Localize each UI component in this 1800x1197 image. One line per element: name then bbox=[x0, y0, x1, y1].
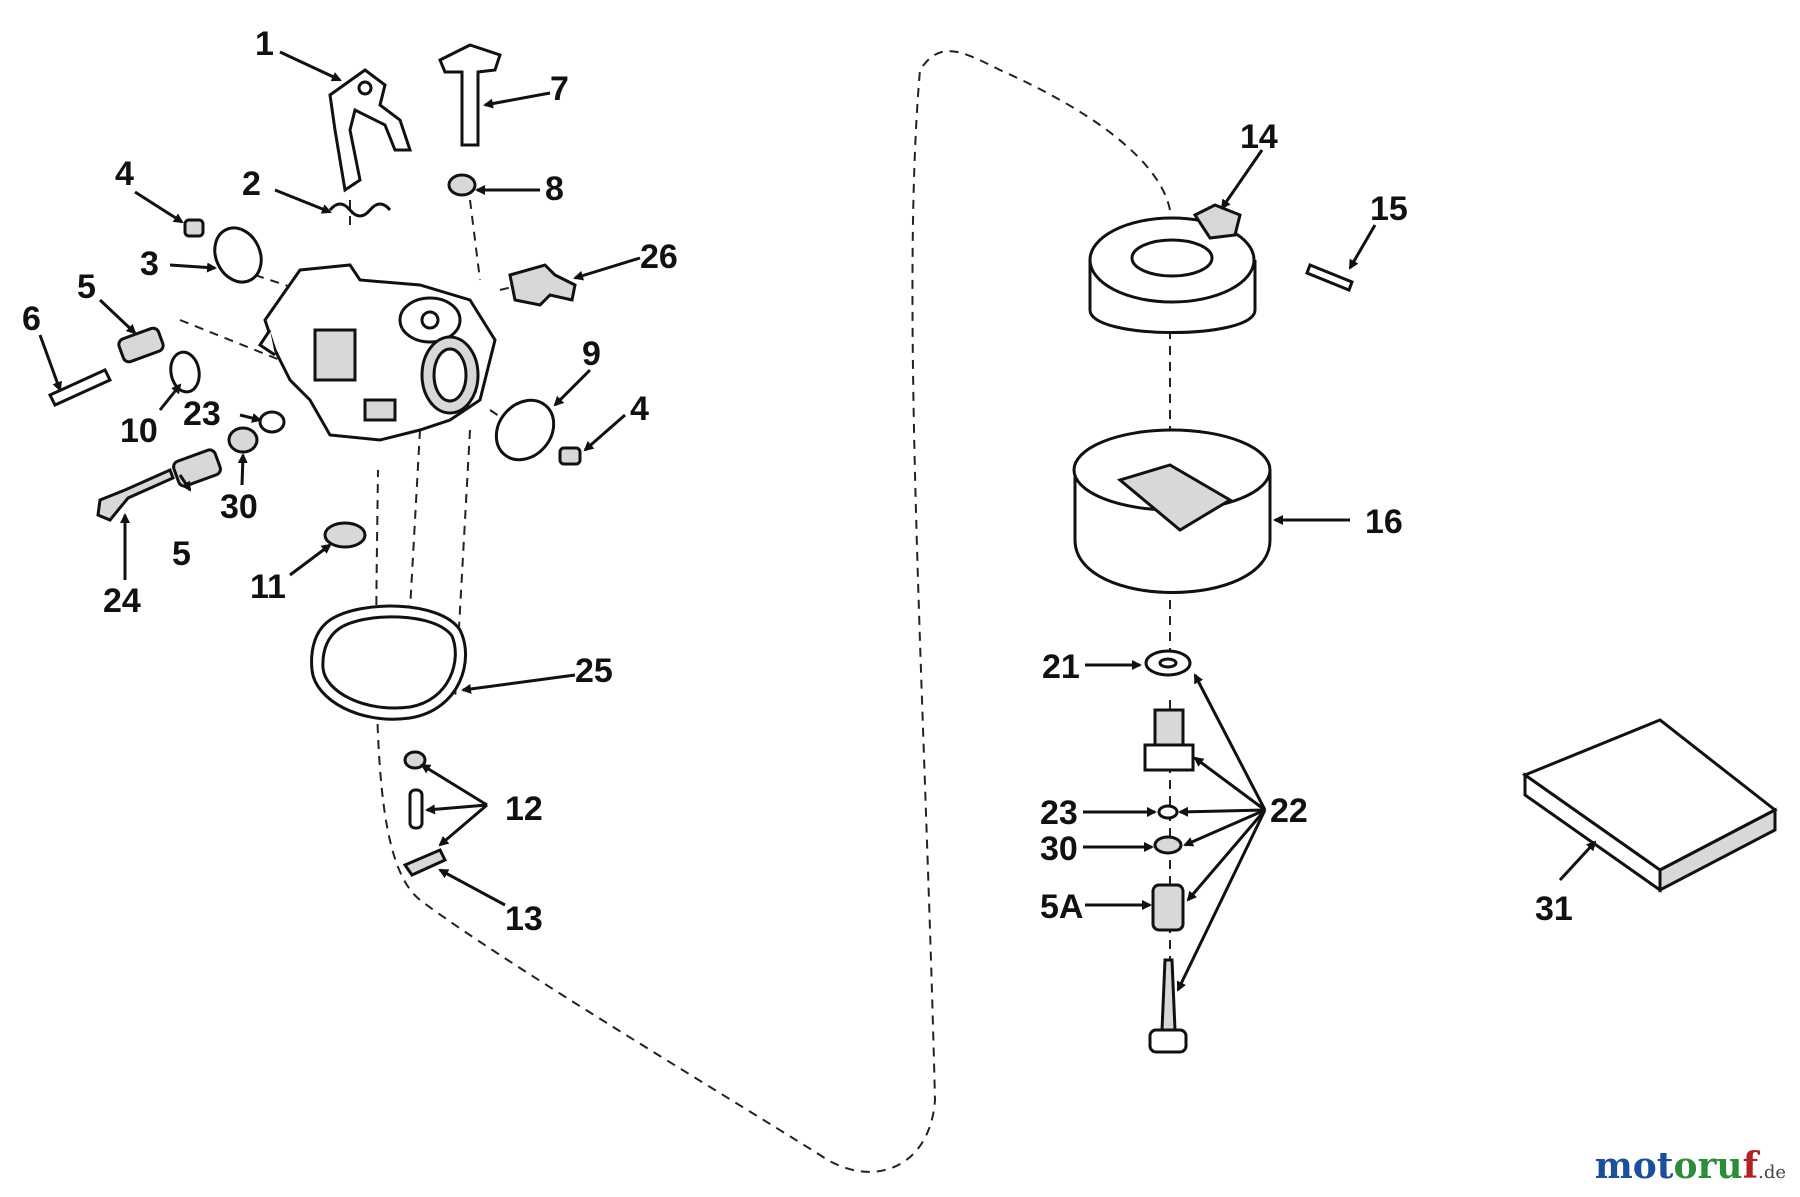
dashed-guide-carb bbox=[349, 199, 481, 701]
callout-2: 2 bbox=[242, 165, 261, 203]
callout-4-right: 4 bbox=[630, 390, 649, 428]
choke-shaft-part bbox=[438, 43, 502, 147]
bowl-needle-part bbox=[1148, 958, 1188, 1054]
needle-clip-part bbox=[402, 848, 448, 877]
dashed-assembly-line bbox=[375, 50, 1171, 1173]
washer-part-30-right bbox=[1153, 835, 1183, 855]
throttle-shaft-part bbox=[328, 68, 413, 193]
spring-part-5a bbox=[1151, 883, 1185, 932]
leader-arrows bbox=[38, 50, 1597, 992]
fuel-fitting-part bbox=[508, 263, 577, 307]
screw-part-top bbox=[183, 218, 205, 238]
callout-5-lower: 5 bbox=[172, 535, 191, 573]
callout-15: 15 bbox=[1370, 190, 1408, 228]
choke-spring-part bbox=[447, 173, 477, 197]
carburetor-body-part bbox=[257, 263, 497, 442]
callout-6: 6 bbox=[22, 300, 41, 338]
callout-23-right: 23 bbox=[1040, 794, 1078, 832]
callout-5-upper: 5 bbox=[77, 268, 96, 306]
bowl-washer-part bbox=[1144, 649, 1192, 677]
watermark-logo: motoruf.de bbox=[1594, 1145, 1786, 1187]
needle-screw-part bbox=[47, 368, 113, 407]
callout-21: 21 bbox=[1042, 648, 1080, 686]
washer-part-23-right bbox=[1157, 804, 1179, 820]
inlet-needle-part bbox=[403, 750, 427, 830]
callout-11: 11 bbox=[250, 568, 286, 606]
throttle-spring-part bbox=[328, 202, 392, 218]
float-pin-part bbox=[1305, 263, 1354, 292]
callout-8: 8 bbox=[545, 170, 564, 208]
callout-4-top: 4 bbox=[115, 155, 134, 193]
callout-9: 9 bbox=[582, 335, 601, 373]
callout-5a: 5A bbox=[1040, 888, 1083, 926]
bowl-nut-part bbox=[1143, 708, 1195, 772]
screw-part-right bbox=[558, 446, 582, 466]
callout-26: 26 bbox=[640, 238, 678, 276]
throttle-plate-part bbox=[213, 226, 263, 284]
washer-part-30 bbox=[227, 426, 259, 454]
bowl-gasket-part bbox=[310, 604, 468, 721]
dashed-guide-left bbox=[179, 269, 541, 431]
callout-1: 1 bbox=[255, 25, 274, 63]
callout-30-right: 30 bbox=[1040, 830, 1078, 868]
callout-23-left: 23 bbox=[183, 395, 221, 433]
callout-12: 12 bbox=[505, 790, 543, 828]
callout-7: 7 bbox=[550, 70, 569, 108]
callout-14: 14 bbox=[1240, 118, 1278, 156]
callout-24: 24 bbox=[103, 582, 141, 620]
callout-16: 16 bbox=[1365, 503, 1403, 541]
callout-31: 31 bbox=[1535, 890, 1573, 928]
float-part bbox=[1088, 203, 1257, 334]
callout-3: 3 bbox=[140, 245, 159, 283]
o-ring-part bbox=[169, 350, 201, 394]
float-bowl-part bbox=[1072, 428, 1272, 594]
callout-10: 10 bbox=[120, 412, 158, 450]
callout-22: 22 bbox=[1270, 792, 1308, 830]
callout-25: 25 bbox=[575, 652, 613, 690]
welch-plug-part bbox=[323, 521, 367, 549]
mixture-needle-part bbox=[96, 467, 175, 522]
choke-plate-part bbox=[494, 398, 556, 462]
callout-30-left: 30 bbox=[220, 488, 258, 526]
spring-part-lower bbox=[172, 448, 222, 488]
callout-13: 13 bbox=[505, 900, 543, 938]
repair-kit-box-part bbox=[1521, 718, 1778, 893]
spring-part-upper bbox=[117, 326, 165, 364]
washer-part-23 bbox=[258, 410, 286, 434]
